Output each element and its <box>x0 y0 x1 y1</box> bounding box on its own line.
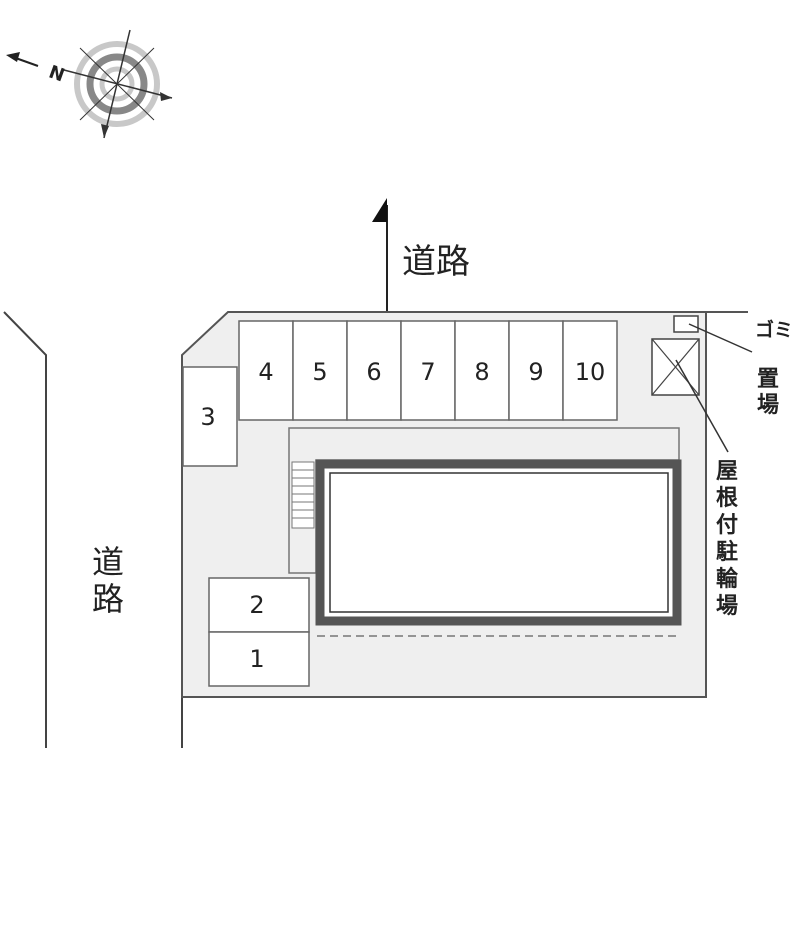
left-road-label-1: 道 <box>92 543 124 581</box>
parking-space-2 <box>208 577 310 633</box>
parking-number: 7 <box>420 358 435 386</box>
parking-space-7 <box>400 320 456 421</box>
svg-text:付: 付 <box>716 513 738 538</box>
parking-number: 8 <box>474 358 489 386</box>
garbage-label: ゴミ <box>755 318 793 341</box>
building <box>315 459 682 637</box>
parking-number: 4 <box>258 358 273 386</box>
svg-text:輪: 輪 <box>716 566 739 592</box>
bicycle-leader-line <box>675 359 729 453</box>
parking-number: 10 <box>575 358 606 386</box>
parking-space-5 <box>292 320 348 421</box>
parking-space-6 <box>346 320 402 421</box>
top-road-label: 道路 <box>402 242 470 282</box>
parking-number: 6 <box>366 358 381 386</box>
svg-text:場: 場 <box>716 594 738 619</box>
parking-number: 9 <box>528 358 543 386</box>
compass-north-label: N <box>46 62 67 87</box>
parking-number: 5 <box>312 358 327 386</box>
parking-number: 3 <box>200 403 215 431</box>
parking-space-4 <box>238 320 294 421</box>
svg-text:根: 根 <box>716 486 738 511</box>
parking-row-top: 4 5 6 7 8 9 10 <box>238 320 618 421</box>
parking-space-1 <box>208 631 310 687</box>
bicycle-parking <box>651 338 700 396</box>
garbage-label: 場 <box>757 393 779 418</box>
stairs-icon <box>291 461 315 529</box>
garbage-label: 置 <box>757 367 779 392</box>
left-road <box>3 311 183 748</box>
garbage-leader-line <box>688 323 753 353</box>
road-arrow-icon <box>372 198 388 312</box>
svg-text:屋: 屋 <box>716 459 738 484</box>
parking-number: 1 <box>249 645 264 673</box>
bicycle-parking-label: 屋 根 付 駐 輪 場 <box>716 459 739 619</box>
garbage-area <box>673 315 699 333</box>
compass-icon <box>6 29 173 139</box>
left-road-label-2: 路 <box>92 580 124 618</box>
parking-space-3 <box>182 366 238 467</box>
parking-space-10 <box>562 320 618 421</box>
parking-number: 2 <box>249 591 264 619</box>
svg-text:駐: 駐 <box>716 539 738 565</box>
